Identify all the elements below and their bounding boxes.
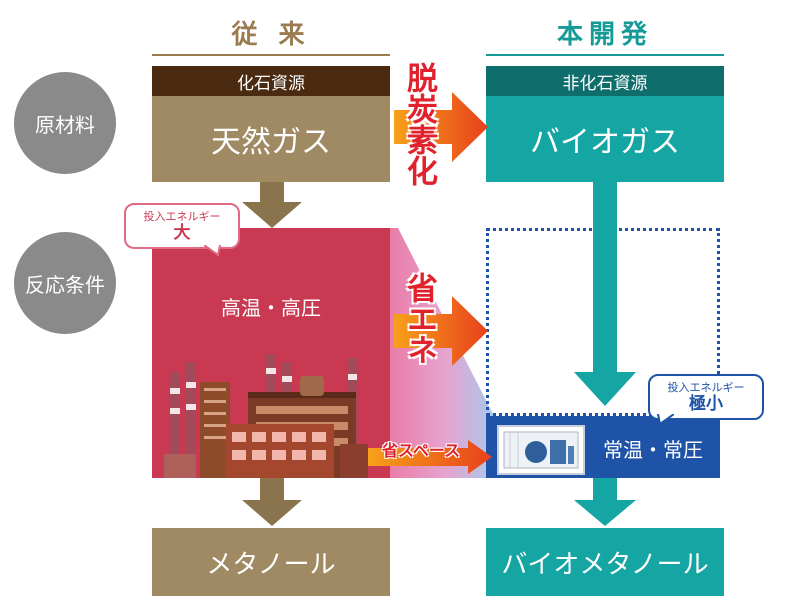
high-pressure-condition-label: 高温・高圧: [221, 296, 321, 320]
new-development-down-arrow-2: [574, 478, 636, 526]
factory-illustration: [164, 354, 368, 478]
new-development-energy-callout-label: 投入エネルギー: [667, 381, 745, 394]
compact-unit-illustration: [497, 425, 585, 475]
conventional-energy-callout-value: 大: [173, 223, 191, 243]
new-development-title: 本開発: [556, 20, 653, 50]
new-development-callout-tail: [657, 414, 674, 426]
energy-saving-label: 省エネ: [401, 272, 437, 365]
biogas-box: バイオガス: [486, 96, 724, 182]
methanol-box: メタノール: [152, 528, 390, 596]
non-fossil-resource-band: 非化石資源: [486, 66, 724, 96]
conventional-title-underline: [152, 54, 390, 56]
space-saving-label: 省スペース: [382, 441, 461, 460]
decarbonization-label: 脱炭素化: [401, 62, 437, 186]
row-label-raw-material: 原材料: [14, 72, 116, 174]
new-development-energy-callout-value: 極小: [689, 394, 723, 414]
row-label-reaction-conditions-text: 反応条件: [25, 272, 105, 297]
new-development-title-underline: [486, 54, 724, 56]
conventional-energy-callout-label: 投入エネルギー: [143, 210, 221, 223]
energy-saving-arrow: [394, 296, 488, 366]
conventional-down-arrow-1: [242, 182, 302, 228]
new-development-energy-callout: 投入エネルギー 極小: [648, 374, 764, 420]
conventional-title: 従 来: [231, 20, 311, 50]
space-saving-arrow: [368, 440, 492, 474]
decarbonization-arrow: [394, 92, 488, 162]
natural-gas-box: 天然ガス: [152, 96, 390, 182]
conventional-callout-tail: [204, 245, 221, 257]
row-label-reaction-conditions: 反応条件: [14, 232, 116, 334]
conventional-energy-callout: 投入エネルギー 大: [124, 203, 240, 249]
transition-gradient: [386, 228, 494, 478]
bio-methanol-box: バイオメタノール: [486, 528, 724, 596]
new-development-down-arrow-1: [574, 182, 636, 406]
row-label-raw-material-text: 原材料: [35, 112, 95, 137]
fossil-resource-band: 化石資源: [152, 66, 390, 96]
low-pressure-condition-label: 常温・常圧: [603, 438, 703, 462]
conventional-down-arrow-2: [242, 478, 302, 526]
